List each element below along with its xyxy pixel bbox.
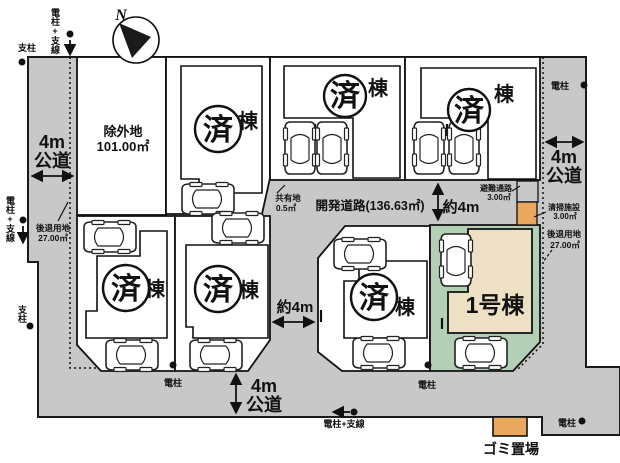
- setback-left-area: 27.00㎡: [38, 233, 68, 243]
- exclusion-name: 除外地: [103, 124, 142, 139]
- pole-label: 電柱: [558, 417, 576, 428]
- setback-dotted-left: [69, 57, 98, 369]
- shared-area: 0.5㎡: [276, 203, 297, 213]
- leader-clean: [533, 211, 547, 218]
- sold-stamp-text: 済: [203, 114, 234, 147]
- setback-right-area: 27.00㎡: [550, 240, 580, 250]
- approx-4m-label: 約4m: [277, 298, 314, 316]
- lot-exclusion: [76, 56, 167, 216]
- sold-stamp-text: 済: [111, 273, 142, 306]
- leader-setback-left: [57, 201, 69, 222]
- building-tou-label: 棟: [239, 278, 260, 302]
- clean-name: 清掃施設: [548, 202, 581, 212]
- sold-stamp-text: 済: [203, 274, 234, 307]
- car-icon: [181, 181, 235, 217]
- sold-stamp-text: 済: [454, 95, 485, 128]
- setback-left-name: 後退用地: [36, 223, 71, 233]
- building-top-3: [420, 67, 537, 180]
- garbage-area-box: [492, 416, 528, 437]
- pole-wire-label: 電柱+支線: [323, 418, 364, 429]
- pole-label: 電柱: [418, 379, 436, 390]
- pole-wire-label-vertical: 電柱+支線: [50, 8, 60, 54]
- car-icon: [282, 121, 318, 175]
- leader-setback-right: [542, 249, 553, 263]
- strut-label: 支柱: [17, 42, 36, 53]
- car-icon: [333, 236, 387, 272]
- north-arrow-icon: [112, 16, 160, 64]
- car-icon: [411, 121, 447, 175]
- car-icon: [454, 335, 508, 371]
- exclusion-area: 101.00㎡: [97, 139, 150, 154]
- road-right-4m: 4m: [551, 147, 577, 167]
- strut-label-vertical: 支柱: [17, 305, 27, 323]
- leader-shared: [276, 184, 286, 194]
- pole-label: 電柱: [164, 377, 182, 388]
- dev-road-label: 開発道路(136.63㎡): [315, 198, 424, 213]
- building-tou-label: 棟: [494, 82, 515, 106]
- building-tou-label: 棟: [238, 109, 259, 133]
- road-left-4m: 4m: [39, 132, 65, 152]
- garbage-label: ゴミ置場: [483, 441, 539, 457]
- car-icon: [105, 337, 159, 373]
- clean-area: 3.00㎡: [553, 211, 577, 221]
- setback-dotted-right: [515, 57, 544, 372]
- sold-stamps: [101, 73, 492, 322]
- car-icon: [189, 337, 243, 373]
- road-right-koudou: 公道: [546, 165, 582, 186]
- car-icon: [211, 210, 265, 246]
- road-bottom-4m: 4m: [251, 376, 277, 396]
- approx-4m-label: 約4m: [443, 198, 480, 216]
- sold-stamp-text: 済: [330, 80, 361, 113]
- evac-name: 避難通路: [480, 183, 513, 193]
- car-icon: [438, 233, 474, 287]
- building-tou-label: 棟: [368, 76, 389, 100]
- north-letter: N: [114, 7, 128, 24]
- car-icon: [83, 219, 137, 255]
- setback-right-name: 後退用地: [547, 229, 582, 239]
- leader-evac: [511, 185, 521, 192]
- building-tou-label: 棟: [395, 295, 416, 319]
- car-icon: [352, 335, 406, 371]
- pole-label: 電柱: [551, 80, 569, 91]
- building-top-2: [283, 65, 401, 179]
- road-bottom-koudou: 公道: [246, 394, 282, 415]
- shared-name: 共有地: [275, 193, 301, 203]
- evac-area: 3.00㎡: [487, 192, 511, 202]
- car-icon: [314, 121, 350, 175]
- cleaning-facility-area: [516, 201, 538, 226]
- road-left-koudou: 公道: [34, 150, 70, 171]
- pole-wire-label-vertical: 電柱+支線: [5, 196, 15, 242]
- pole-dots: [18, 30, 588, 425]
- building-tou-label: 棟: [145, 277, 166, 301]
- evacuation-passage-area: [516, 180, 539, 203]
- sold-stamp-text: 済: [359, 282, 390, 315]
- featured-lot-label: 1号棟: [466, 292, 526, 318]
